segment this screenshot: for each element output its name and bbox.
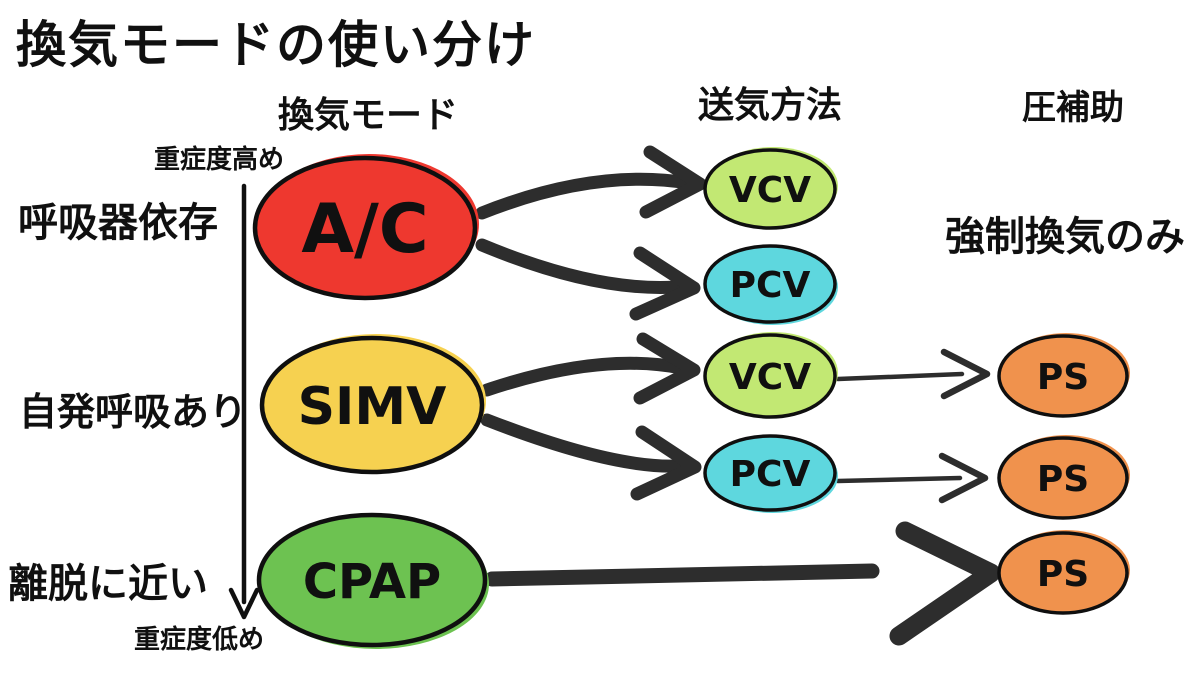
node-ps-top-ellipse: [997, 334, 1129, 418]
arrow-pcv-to-ps-head-icon: [938, 452, 989, 504]
node-pcv-top-label: PCV: [730, 265, 811, 306]
node-simv: SIMV: [259, 334, 486, 475]
column-header-ventilation-mode: 換気モード: [278, 95, 458, 136]
node-pcv-top: PCV: [703, 244, 838, 325]
severity-axis-arrowhead-icon: [228, 587, 260, 620]
node-ps-mid-ellipse: [997, 436, 1129, 520]
node-pcv-top-ellipse: [703, 244, 837, 324]
node-vcv-top-ellipse: [703, 148, 837, 230]
node-ps-top: PS: [997, 333, 1130, 418]
row-label-near-weaning: 離脱に近い: [8, 561, 208, 607]
row-label-ventilator-dependent: 呼吸器依存: [18, 200, 218, 246]
node-cpap-label: CPAP: [303, 554, 441, 610]
page-title: 換気モードの使い分け: [16, 16, 536, 74]
arrow-ac-to-vcv-head-icon: [639, 145, 707, 219]
arrow-simv-to-pcv-head-icon: [630, 425, 702, 501]
node-vcv-mid-ellipse: [703, 333, 837, 419]
arrow-simv-to-vcv: [480, 356, 688, 397]
node-ps-bottom-label: PS: [1037, 554, 1089, 595]
arrow-pcv-to-ps: [835, 475, 963, 484]
node-pcv-mid: PCV: [703, 434, 838, 513]
node-ps-bottom-ellipse: [997, 531, 1129, 615]
node-vcv-top-label: VCV: [729, 170, 811, 211]
node-cpap-ellipse: [256, 512, 488, 648]
node-ps-top-label: PS: [1037, 357, 1089, 398]
arrow-vcv-to-ps: [835, 371, 965, 382]
arrow-ac-to-pcv-head-icon: [629, 246, 701, 321]
node-vcv-top: VCV: [703, 147, 838, 230]
arrow-ac-to-vcv: [475, 172, 695, 220]
arrow-cpap-to-ps-head-icon: [889, 521, 1001, 646]
note-forced-ventilation-only: 強制換気のみ: [945, 214, 1185, 260]
node-pcv-mid-ellipse: [703, 434, 837, 512]
node-ps-mid: PS: [997, 435, 1130, 520]
column-header-pressure-assist: 圧補助: [1022, 88, 1124, 128]
arrow-simv-to-pcv: [480, 413, 683, 473]
node-pcv-mid-label: PCV: [730, 454, 811, 495]
arrows: [475, 145, 1001, 646]
arrow-cpap-to-ps: [484, 563, 880, 587]
node-ps-mid-label: PS: [1037, 459, 1089, 500]
node-ac: A/C: [252, 154, 479, 301]
severity-low-label: 重症度低め: [134, 624, 264, 655]
node-ac-ellipse: [252, 155, 478, 301]
severity-axis: 重症度高め 重症度低め: [134, 144, 284, 655]
node-vcv-mid: VCV: [703, 332, 838, 419]
node-ps-bottom: PS: [997, 530, 1130, 615]
node-cpap: CPAP: [256, 512, 489, 649]
arrow-ac-to-pcv: [475, 238, 683, 294]
severity-high-label: 重症度高め: [154, 144, 284, 175]
node-vcv-mid-label: VCV: [729, 357, 811, 398]
arrow-vcv-to-ps-head-icon: [940, 348, 991, 400]
node-simv-label: SIMV: [298, 377, 447, 437]
column-header-delivery-method: 送気方法: [698, 85, 842, 126]
node-ac-label: A/C: [301, 190, 428, 269]
arrow-simv-to-vcv-head-icon: [633, 332, 701, 405]
node-simv-ellipse: [259, 335, 485, 475]
row-label-spontaneous-breathing: 自発呼吸あり: [19, 390, 247, 434]
